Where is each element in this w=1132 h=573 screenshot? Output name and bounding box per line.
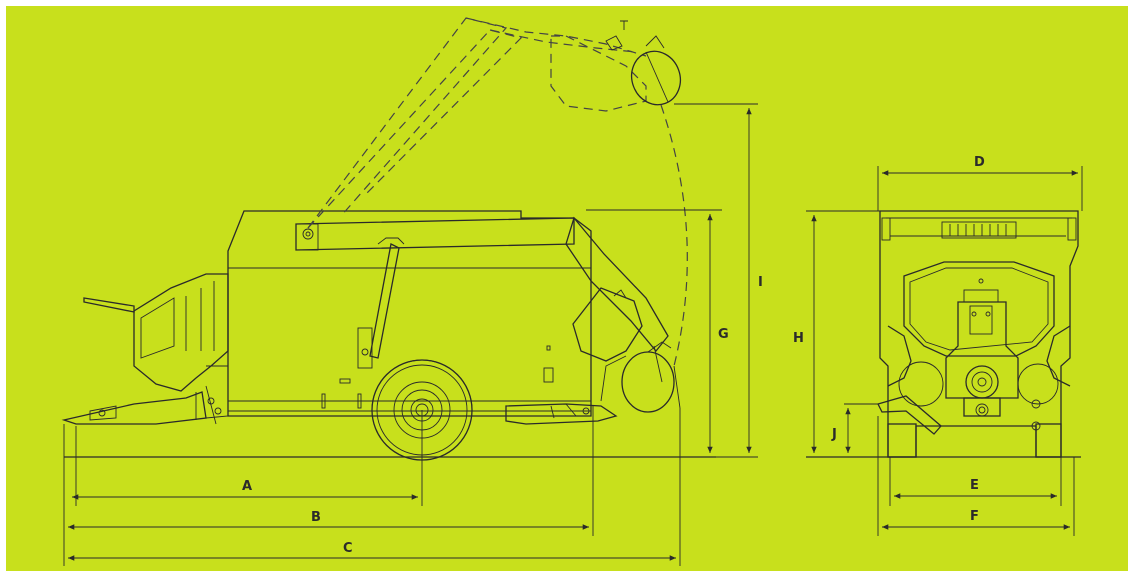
rear-arm — [565, 216, 669, 353]
dimension-label-g: G — [718, 327, 729, 342]
front-step — [877, 395, 942, 435]
swing-arc — [660, 104, 688, 367]
dimension-label-d: D — [974, 155, 985, 170]
dimension-label-a: A — [242, 479, 252, 494]
hydraulic-cylinder — [369, 243, 400, 359]
background-panel — [6, 6, 1128, 571]
machine-dimension-drawing: A B C G I — [6, 6, 1128, 571]
raised-position-dashed — [307, 17, 688, 367]
dimension-label-i: I — [758, 275, 763, 290]
drawbar — [61, 391, 207, 425]
front-feeder — [133, 273, 229, 392]
side-view — [61, 17, 716, 461]
front-wheel-left — [887, 423, 917, 458]
diagram-canvas: A B C G I — [6, 6, 1128, 571]
dimension-label-c: C — [343, 541, 353, 556]
front-view — [806, 210, 1081, 458]
dimension-label-h: H — [793, 331, 804, 346]
dimension-label-b: B — [311, 510, 321, 525]
dimension-label-e: E — [970, 478, 979, 493]
rear-chute — [572, 287, 643, 362]
dimension-label-f: F — [970, 509, 979, 524]
dimension-label-j: J — [831, 427, 837, 442]
top-grille — [941, 221, 1017, 239]
side-dimensions: A B C G I — [63, 103, 763, 566]
center-tower — [945, 301, 1019, 399]
front-wheel-right — [1035, 423, 1062, 458]
front-hopper — [903, 261, 1055, 357]
main-body — [227, 210, 592, 417]
wheel — [371, 359, 473, 461]
front-dimensions: D H J E F — [793, 155, 1083, 536]
